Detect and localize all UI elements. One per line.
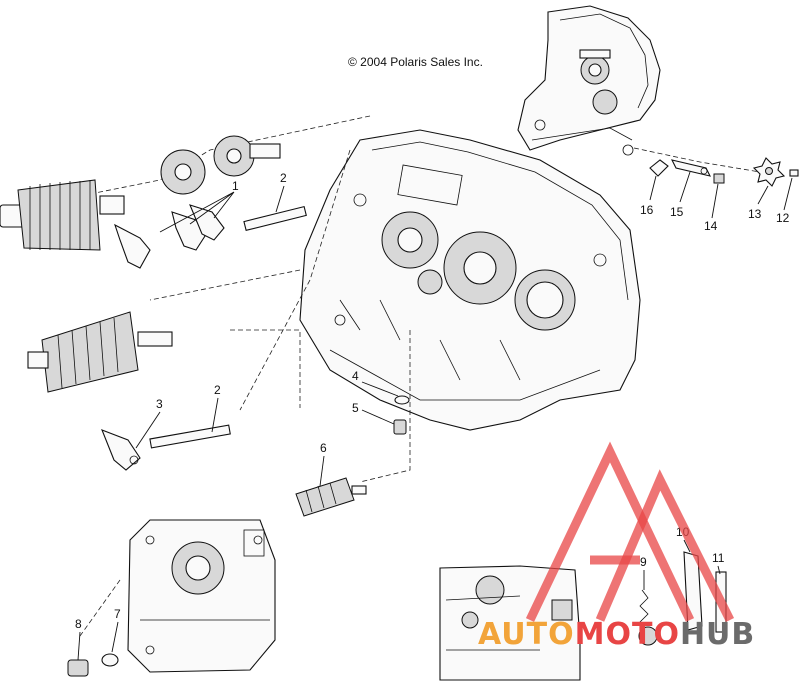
- callout-3: 3: [156, 397, 163, 411]
- watermark-triangle-outer: [525, 441, 695, 622]
- spring-part: [638, 589, 658, 646]
- callout-15: 15: [670, 205, 684, 219]
- nut-part: [713, 173, 725, 184]
- seal-part: [101, 653, 119, 667]
- callout-4: 4: [352, 369, 359, 383]
- main-crankcase: [299, 129, 641, 431]
- watermark-text-auto: AUTO: [478, 617, 575, 652]
- shift-fork-lower: [101, 429, 141, 471]
- shift-drum: [295, 477, 367, 517]
- lower-case-half: [127, 519, 276, 673]
- callout-2-lower: 2: [214, 383, 221, 397]
- crankcase-cover-assembly: [517, 5, 661, 156]
- watermark-text-hub: HUB: [680, 617, 755, 652]
- copyright-text: © 2004 Polaris Sales Inc.: [348, 55, 483, 69]
- shift-rod-upper: [243, 205, 307, 232]
- gear-cluster-lower: [27, 311, 173, 393]
- shift-rod-lower: [149, 424, 231, 449]
- shift-lever-part: [670, 159, 712, 177]
- transmission-shaft-upper: [0, 135, 281, 251]
- bolt-part: [789, 169, 799, 177]
- callout-6: 6: [320, 441, 327, 455]
- star-detent-part: [752, 157, 786, 187]
- automotohub-watermark: AUTOMOTOHUB: [478, 441, 755, 652]
- shift-fork-set-upper: [114, 204, 225, 269]
- callout-5: 5: [352, 401, 359, 415]
- spring-clip-part: [649, 159, 669, 177]
- watermark-text: AUTOMOTOHUB: [478, 617, 755, 652]
- callout-16: 16: [640, 203, 654, 217]
- callout-11: 11: [712, 551, 725, 565]
- callout-7: 7: [114, 607, 121, 621]
- callout-13: 13: [748, 207, 762, 221]
- callout-2-upper: 2: [280, 171, 287, 185]
- callout-12: 12: [776, 211, 790, 225]
- o-ring-part: [394, 395, 410, 405]
- callout-9: 9: [640, 555, 647, 569]
- watermark-text-moto: MOTO: [575, 617, 680, 652]
- watermark-triangle-inner: [595, 469, 735, 623]
- bearing-part: [67, 659, 89, 677]
- callout-8: 8: [75, 617, 82, 631]
- plug-part: [393, 419, 407, 435]
- callout-1: 1: [232, 179, 239, 193]
- callout-14: 14: [704, 219, 718, 233]
